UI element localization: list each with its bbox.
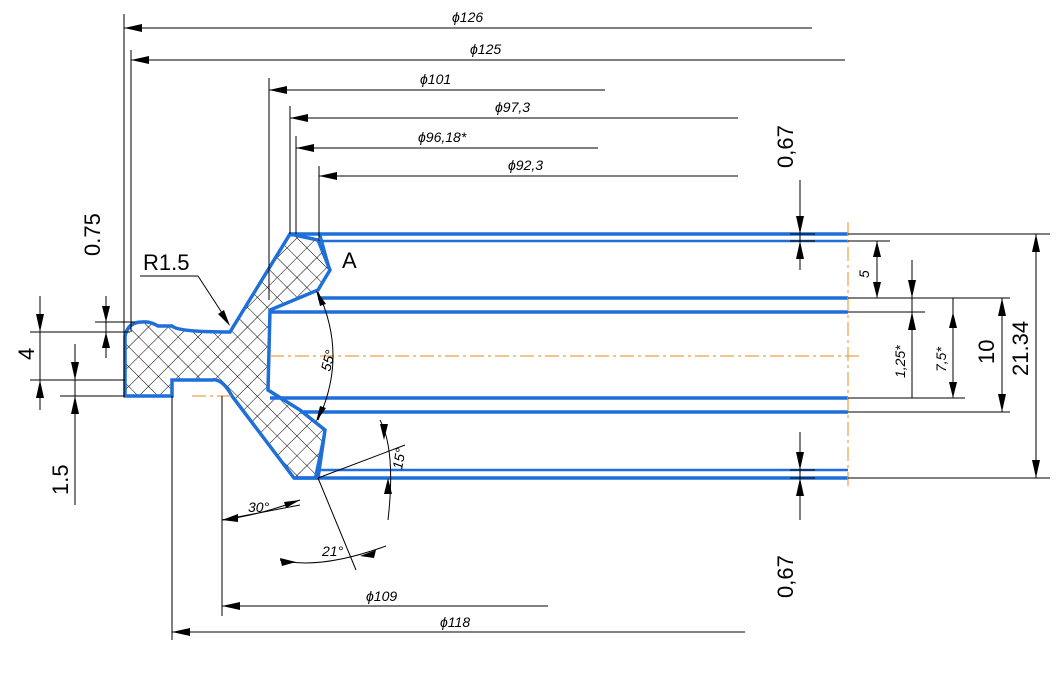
dim-d125: ϕ125 [470,41,501,57]
angle-dims: 55° 30° 21° 15° [221,290,409,571]
angle-55: 55° [317,348,338,373]
dim-4: 4 [14,348,39,360]
dim-d92-3: ϕ92,3 [508,157,543,173]
dim-5: 5 [856,270,872,278]
angle-21: 21° [321,543,344,559]
angle-15: 15° [389,446,409,470]
seal-section-hatched [123,232,332,480]
lip-top-edge [318,233,332,271]
dim-d97-3: ϕ97,3 [495,99,530,115]
dim-10: 10 [974,340,999,364]
dim-top-067: 0,67 [773,125,798,168]
dim-21-34: 21.34 [1008,321,1033,376]
lip-bottom-edge [313,429,327,479]
dim-d126: ϕ126 [452,9,483,25]
diameter-dims-bottom: ϕ109 ϕ118 [172,588,745,636]
dim-d118: ϕ118 [440,614,470,630]
radius-label: R1.5 [143,250,189,275]
dim-d96-18: ϕ96,18* [418,129,467,145]
detail-label-a: A [342,248,357,273]
right-dims: 5 1,25* 7,5* 10 21.34 [856,234,1040,478]
dim-7-5: 7,5* [933,347,949,372]
dim-075: 0.75 [80,213,105,256]
dim-bottom-067: 0,67 [773,555,798,598]
callouts: R1.5 A [140,248,357,326]
dim-1-25: 1,25* [892,345,908,378]
seal-profile [123,232,332,480]
thickness-dims: 0,67 0,67 [773,125,815,598]
left-dims: 0.75 4 1.5 [14,213,110,505]
diameter-dims-top: ϕ126 ϕ125 ϕ101 ϕ97,3 ϕ96,18* ϕ92,3 [124,9,845,180]
dim-d101: ϕ101 [420,71,451,87]
dim-d109: ϕ109 [366,588,397,604]
dim-1-5: 1.5 [48,464,73,495]
extension-lines [30,14,1050,640]
seal-outline-rails [270,232,848,480]
angle-30: 30° [248,499,270,515]
centerlines [192,222,860,490]
